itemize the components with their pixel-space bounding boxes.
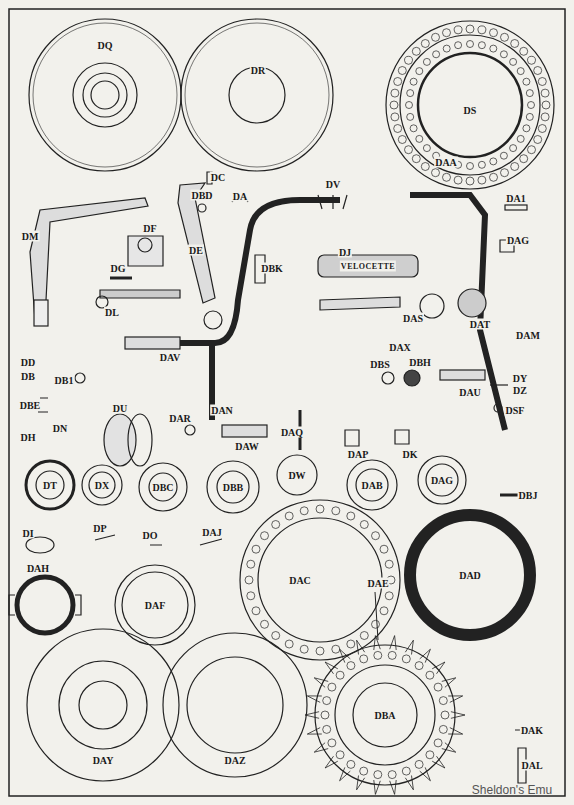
part-code: DG [110, 263, 127, 274]
part-code: DAJ [201, 527, 222, 538]
part-code: DL [104, 307, 120, 318]
part-code: DAN [210, 405, 234, 416]
part-code: DAQ [280, 427, 304, 438]
part-code: DBB [222, 482, 245, 493]
part-code: DO [142, 530, 159, 541]
part-code: DS [463, 105, 478, 116]
part-code: DD [20, 357, 36, 368]
part-code: DC [210, 172, 226, 183]
part-code: DU [112, 403, 128, 414]
part-code: DT [42, 480, 58, 491]
part-code: DAY [92, 755, 115, 766]
part-code: DR [250, 65, 266, 76]
part-code: DAB [360, 480, 383, 491]
part-code: DAD [458, 570, 482, 581]
part-code: DP [92, 523, 107, 534]
part-code: DAF [144, 600, 167, 611]
part-code: DB [20, 371, 36, 382]
part-code: DAM [515, 330, 541, 341]
part-code: DAK [520, 725, 544, 736]
part-code: DAG [430, 475, 454, 486]
part-code: DBC [151, 482, 174, 493]
part-code: DBH [408, 357, 432, 368]
part-code: DBA [373, 710, 396, 721]
part-code: DAR [168, 413, 192, 424]
part-code: DAW [234, 441, 259, 452]
part-code: DA [232, 191, 248, 202]
part-code: DAG [506, 235, 530, 246]
part-code: DK [402, 449, 419, 460]
part-code: DQ [97, 40, 114, 51]
part-code: DJ [338, 247, 352, 258]
part-code: DAP [347, 449, 370, 460]
part-code: DN [52, 423, 68, 434]
part-code: DF [142, 223, 157, 234]
part-code: DB1 [54, 375, 75, 386]
part-code: DV [325, 179, 341, 190]
part-code: DZ [512, 385, 528, 396]
part-code: DAC [288, 575, 312, 586]
part-code: DX [94, 480, 110, 491]
part-code: DAZ [223, 755, 246, 766]
grip-lettering: VELOCETTE [340, 261, 396, 272]
watermark: Sheldon's Emu [471, 785, 553, 796]
part-code: DBD [190, 190, 213, 201]
part-code: DBS [369, 359, 390, 370]
part-code: DSF [505, 405, 526, 416]
part-code: DAU [458, 387, 482, 398]
part-code: DE [188, 245, 204, 256]
part-code: DH [20, 432, 37, 443]
part-code: DI [21, 528, 34, 539]
part-code: DW [287, 470, 306, 481]
part-code: DBJ [518, 490, 539, 501]
part-code: DY [512, 373, 528, 384]
part-code: DBE [19, 400, 42, 411]
part-code: DM [21, 231, 40, 242]
part-code: DAA [434, 157, 458, 168]
part-code: DAL [520, 760, 543, 771]
part-code: DAS [402, 313, 424, 324]
part-code: DAT [469, 319, 491, 330]
part-code: DAV [159, 352, 181, 363]
part-code: DBK [260, 263, 284, 274]
part-code: DAH [26, 563, 50, 574]
part-code: DAX [388, 342, 412, 353]
part-code: DA1 [505, 193, 526, 204]
part-code: DAE [366, 578, 389, 589]
